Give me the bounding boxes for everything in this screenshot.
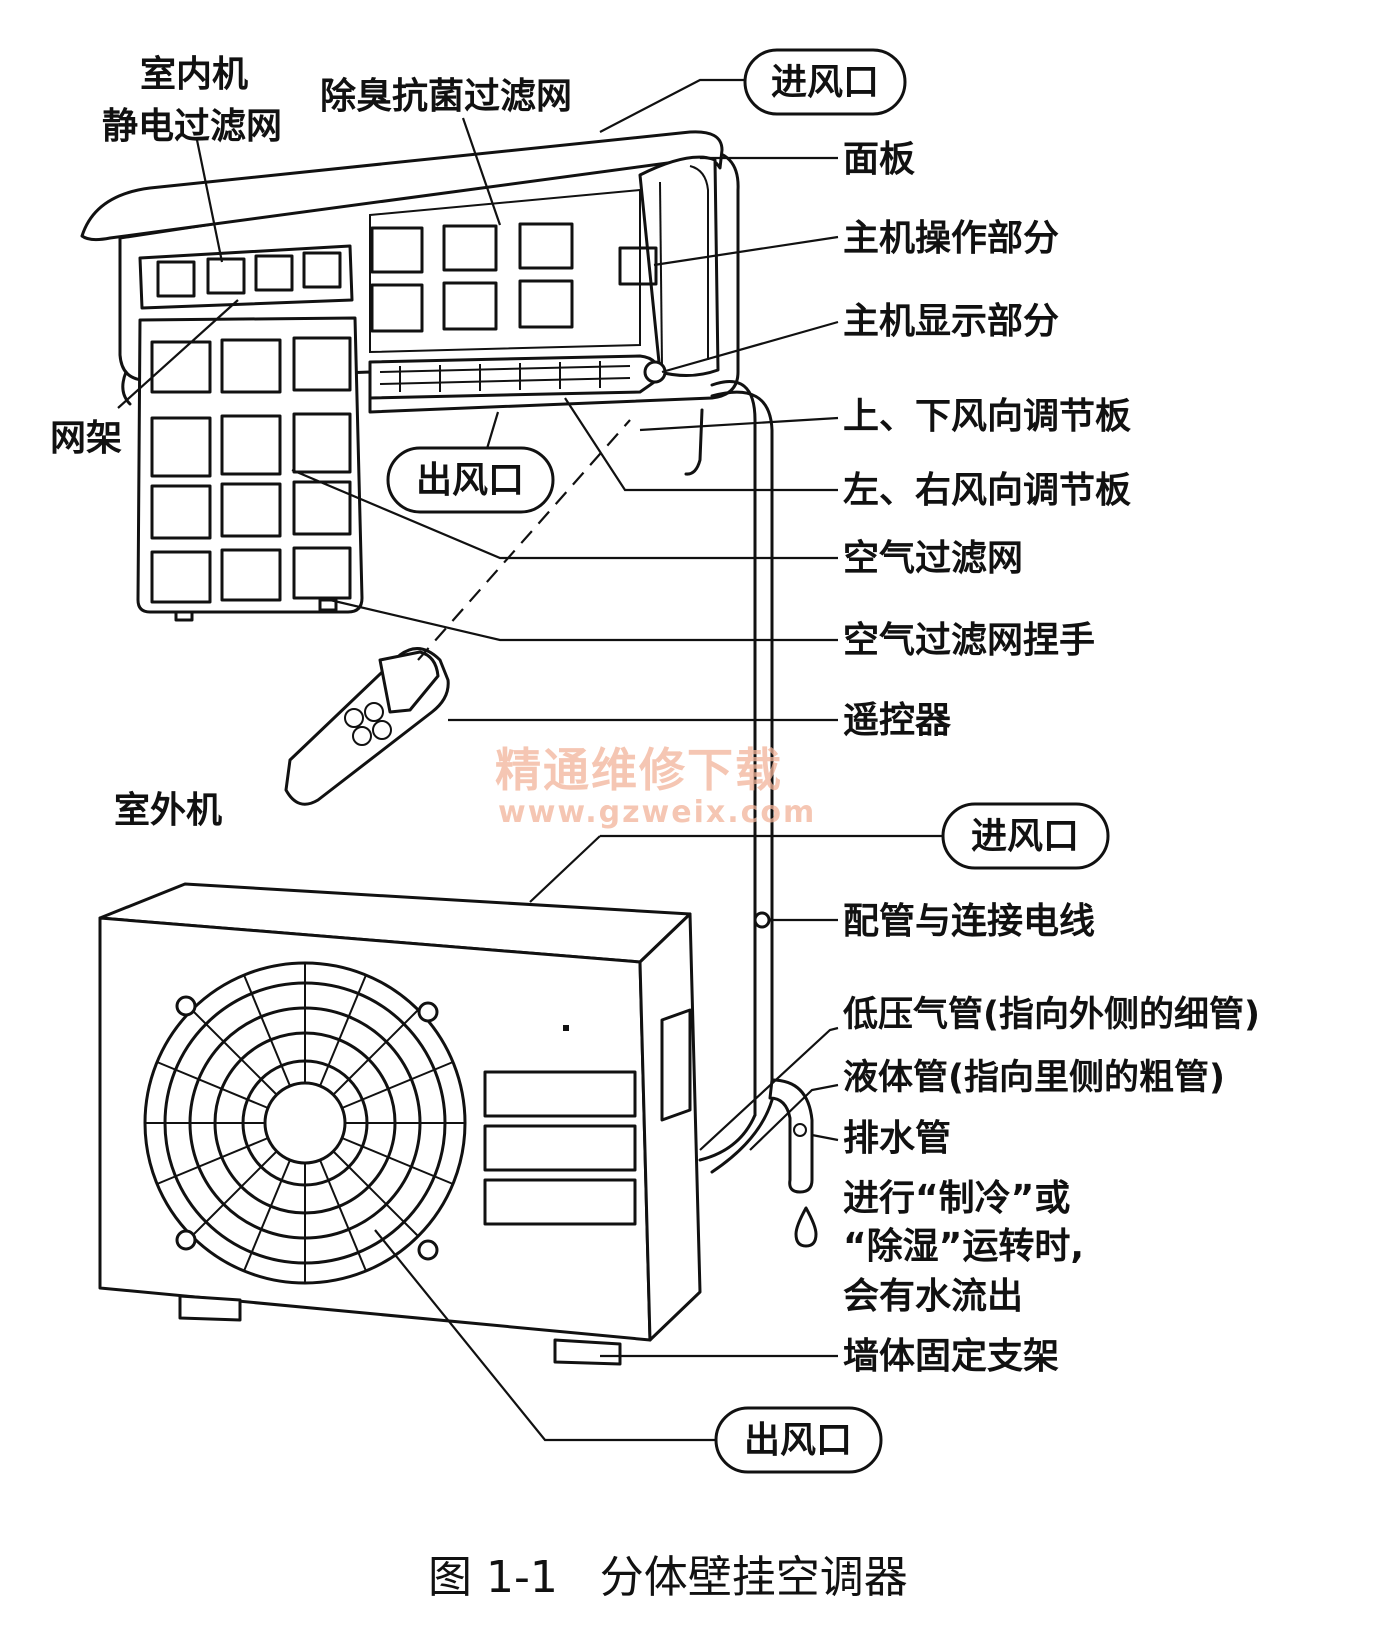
svg-text:进风口: 进风口 (771, 62, 879, 103)
label-low-pressure-gas-pipe: 低压气管(指向外侧的细管) (843, 995, 1260, 1035)
water-drop-icon (794, 1206, 818, 1248)
label-wall-bracket: 墙体固定支架 (843, 1336, 1059, 1377)
label-indoor-unit: 室内机 (140, 54, 248, 95)
pill-air-inlet-top: 进风口 (743, 48, 907, 116)
svg-text:进风口: 进风口 (971, 816, 1079, 857)
label-water-note-2: “除湿”运转时, (843, 1226, 1084, 1267)
label-liquid-pipe: 液体管(指向里侧的粗管) (843, 1058, 1225, 1098)
fan-grill (143, 961, 467, 1285)
label-piping-wires: 配管与连接电线 (843, 901, 1095, 942)
pill-air-outlet-outdoor: 出风口 (714, 1406, 883, 1474)
label-deodorizing-filter: 除臭抗菌过滤网 (320, 75, 572, 117)
pill-air-inlet-outdoor: 进风口 (941, 802, 1110, 870)
watermark-text: 精通维修下载 (495, 743, 783, 797)
label-panel: 面板 (843, 139, 915, 180)
label-electrostatic-filter: 静电过滤网 (102, 106, 282, 147)
indoor-unit (80, 130, 740, 622)
label-water-note-1: 进行“制冷”或 (843, 1178, 1070, 1219)
label-horizontal-louver: 左、右风向调节板 (843, 470, 1131, 511)
remote-control-drawing (284, 647, 450, 806)
connecting-pipe (698, 380, 818, 1248)
label-outdoor-unit: 室外机 (114, 790, 222, 831)
svg-text:出风口: 出风口 (416, 460, 524, 501)
air-filter-panel (136, 316, 364, 622)
watermark-url: www.gzweix.com (498, 795, 816, 830)
pill-air-outlet-indoor: 出风口 (386, 446, 555, 514)
electrostatic-filter-strip (138, 244, 354, 310)
label-remote-control: 遥控器 (843, 700, 952, 741)
label-vertical-louver: 上、下风向调节板 (843, 396, 1131, 437)
svg-text:出风口: 出风口 (744, 1420, 852, 1461)
label-net-frame: 网架 (50, 418, 122, 459)
label-water-note-3: 会有水流出 (843, 1276, 1023, 1317)
label-main-operation: 主机操作部分 (843, 218, 1059, 259)
label-drain-pipe: 排水管 (843, 1118, 951, 1159)
outdoor-unit (98, 882, 702, 1366)
deodorizing-filter-grid (370, 222, 574, 333)
leader-lines (117, 78, 943, 1442)
label-filter-handle: 空气过滤网捏手 (843, 620, 1095, 661)
figure-caption: 图 1-1 分体壁挂空调器 (428, 1552, 908, 1603)
label-main-display: 主机显示部分 (843, 301, 1059, 342)
label-air-filter: 空气过滤网 (843, 538, 1023, 579)
